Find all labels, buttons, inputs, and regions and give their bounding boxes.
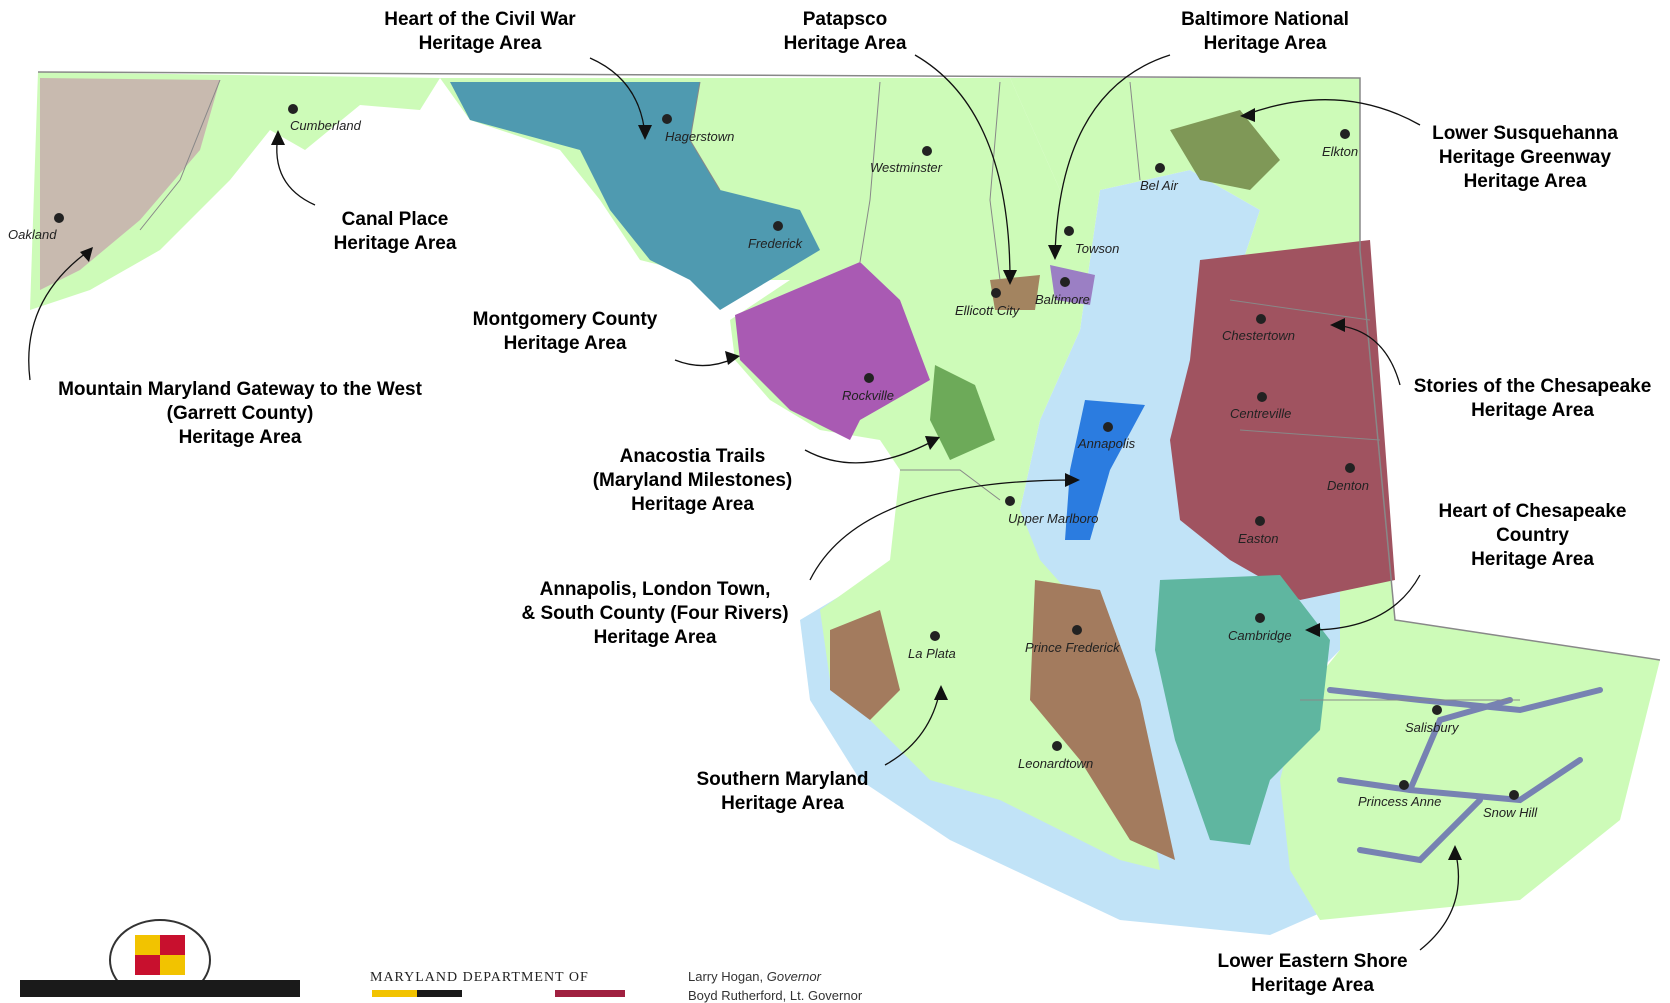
city-label: Centreville [1230, 406, 1292, 421]
city-dot [1399, 780, 1409, 790]
southern-maryland-area [830, 580, 1175, 860]
city-label: Cambridge [1228, 628, 1292, 643]
city-dot [1256, 314, 1266, 324]
city-label: Bel Air [1140, 178, 1178, 193]
city-dot [1255, 516, 1265, 526]
city-dot [1072, 625, 1082, 635]
city-label: Oakland [8, 227, 57, 242]
state-outline [37, 71, 1661, 661]
city-dot [54, 213, 64, 223]
city-dot [1005, 496, 1015, 506]
maryland-seal-logo [20, 919, 300, 997]
label-lower-susquehanna: Lower Susquehanna Heritage Greenway Heri… [1432, 123, 1618, 192]
city-label: Prince Frederick [1025, 640, 1120, 655]
label-canal-place: Canal Place Heritage Area [333, 209, 457, 254]
county-boundaries [139, 79, 1520, 701]
label-arrowheads [80, 108, 1462, 860]
city-label: Salisbury [1405, 720, 1459, 735]
label-anacostia: Anacostia Trails (Maryland Milestones) H… [592, 446, 793, 515]
agency-logo-flag [372, 990, 625, 997]
city-dot [991, 288, 1001, 298]
city-dot [1064, 226, 1074, 236]
city-label: Cumberland [290, 118, 361, 133]
civil-war-area [450, 82, 820, 310]
label-montgomery: Montgomery County Heritage Area [472, 309, 658, 354]
city-dot [1257, 392, 1267, 402]
city-label: Westminster [870, 160, 942, 175]
label-stories-chesapeake: Stories of the Chesapeake Heritage Area [1413, 376, 1652, 421]
city-dot [1345, 463, 1355, 473]
city-dot [1509, 790, 1519, 800]
city-label: Towson [1075, 241, 1120, 256]
city-dot [1155, 163, 1165, 173]
governor-name: Larry Hogan, [688, 969, 764, 984]
city-dot [288, 104, 298, 114]
city-label: Snow Hill [1483, 805, 1538, 820]
city-label: Frederick [748, 236, 803, 251]
city-label: Chestertown [1222, 328, 1295, 343]
city-dot [930, 631, 940, 641]
montgomery-area [735, 262, 930, 440]
label-patapsco: Patapsco Heritage Area [783, 9, 907, 54]
mountain-maryland-area [40, 78, 220, 290]
label-baltimore: Baltimore National Heritage Area [1181, 9, 1349, 54]
label-civil-war: Heart of the Civil War Heritage Area [384, 9, 576, 54]
city-label: Ellicott City [955, 303, 1020, 318]
label-southern-maryland: Southern Maryland Heritage Area [696, 769, 869, 814]
city-dot [1060, 277, 1070, 287]
lt-governor-line: Boyd Rutherford, Lt. Governor [688, 988, 863, 1003]
city-dot [773, 221, 783, 231]
city-label: Elkton [1322, 144, 1359, 159]
city-label: Hagerstown [665, 129, 735, 144]
governor-line: Larry Hogan, Governor [688, 969, 821, 984]
four-rivers-area [1065, 400, 1145, 540]
agency-name: MARYLAND DEPARTMENT OF [370, 970, 589, 985]
heart-chesapeake-area [1155, 575, 1330, 845]
city-label: Annapolis [1078, 436, 1136, 451]
governor-title: Governor [766, 969, 821, 984]
lower-eastern-shore-routes [1327, 687, 1603, 864]
city-label: Upper Marlboro [1008, 511, 1099, 526]
anacostia-area [930, 365, 995, 460]
city-dot [1255, 613, 1265, 623]
stories-chesapeake-area [1170, 240, 1395, 600]
baltimore-area [1050, 265, 1095, 305]
label-four-rivers: Annapolis, London Town, & South County (… [521, 579, 789, 648]
city-label: Rockville [842, 388, 895, 403]
city-label: La Plata [908, 646, 956, 661]
label-heart-chesapeake: Heart of Chesapeake Country Heritage Are… [1438, 501, 1627, 570]
city-label: Leonardtown [1018, 756, 1094, 771]
city-label: Denton [1327, 478, 1369, 493]
patapsco-area [990, 275, 1040, 310]
city-dot [662, 114, 672, 124]
city-label: Princess Anne [1358, 794, 1442, 809]
city-dot [864, 373, 874, 383]
label-lower-eastern-shore: Lower Eastern Shore Heritage Area [1217, 951, 1408, 996]
city-dot [922, 146, 932, 156]
lower-susquehanna-area [1170, 110, 1280, 190]
central-maryland-land [440, 78, 1160, 870]
label-mountain-maryland: Mountain Maryland Gateway to the West (G… [58, 379, 422, 448]
city-dot [1340, 129, 1350, 139]
city-dot [1432, 705, 1442, 715]
city-label: Baltimore [1035, 292, 1090, 307]
city-dot [1103, 422, 1113, 432]
city-dot [1052, 741, 1062, 751]
city-label: Easton [1238, 531, 1279, 546]
